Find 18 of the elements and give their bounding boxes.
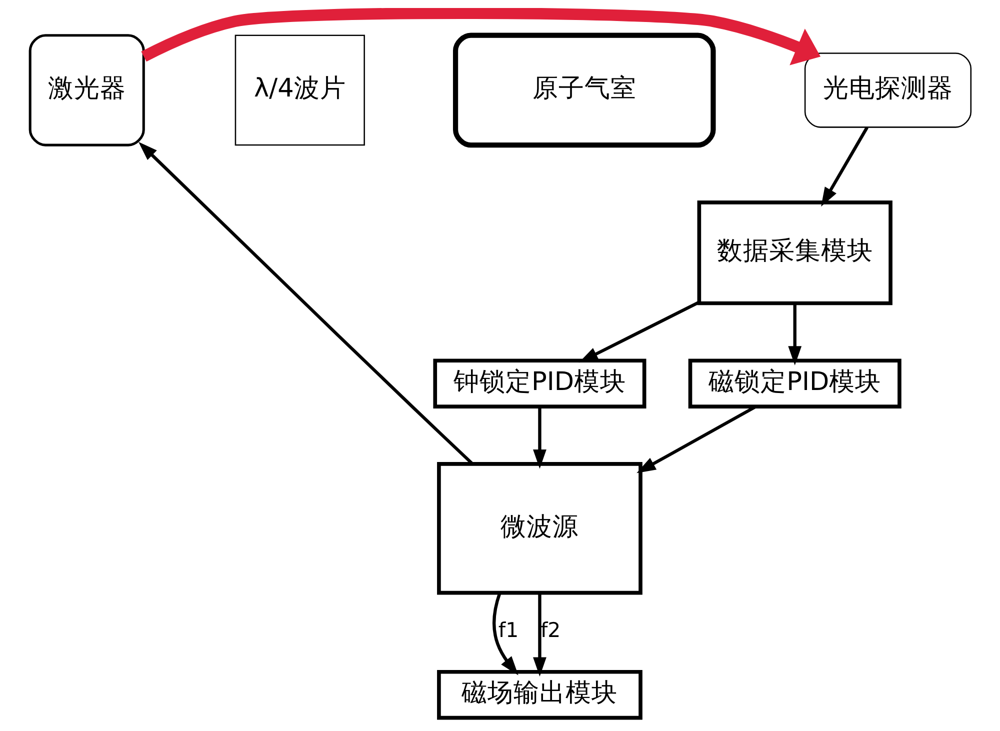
arrow — [532, 407, 546, 469]
node-box: 光电探测器 — [804, 52, 972, 128]
node-box: 微波源 — [436, 462, 642, 595]
node-box: 钟锁定PID模块 — [432, 358, 646, 408]
arrow — [140, 8, 820, 66]
arrow — [138, 142, 473, 465]
node-box: 磁场输出模块 — [436, 670, 642, 720]
arrow — [492, 592, 518, 676]
node-box: 数据采集模块 — [696, 200, 892, 306]
arrow — [820, 126, 868, 207]
node-box: 磁锁定PID模块 — [688, 358, 901, 408]
arrow — [532, 593, 546, 676]
node-box: 原子气室 — [452, 32, 716, 148]
node-box: 激光器 — [28, 34, 144, 146]
edge-label: f1 — [498, 618, 518, 642]
arrow — [578, 300, 700, 363]
arrow — [788, 303, 802, 366]
node-box: λ/4波片 — [234, 34, 364, 146]
